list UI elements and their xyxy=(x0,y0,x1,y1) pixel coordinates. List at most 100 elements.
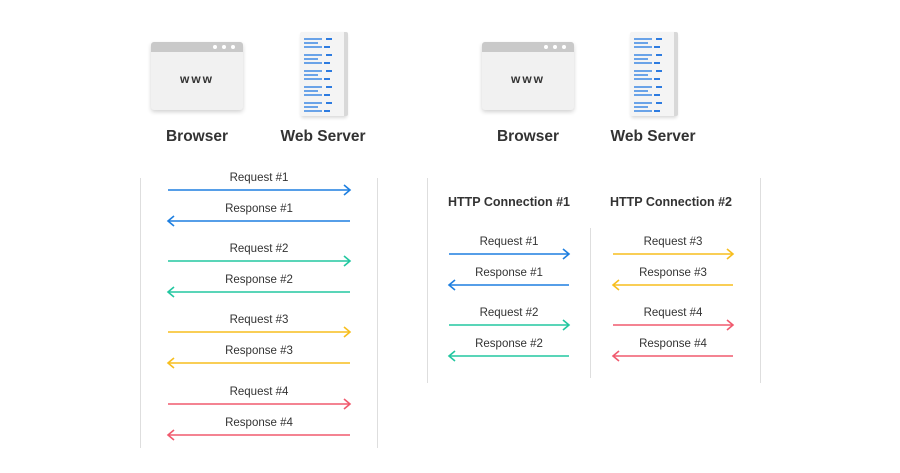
server-row xyxy=(326,38,332,40)
response-arrow xyxy=(611,279,733,291)
connection-title-1: HTTP Connection #1 xyxy=(447,195,570,209)
browser-icon: www xyxy=(482,42,574,110)
response-arrow xyxy=(166,357,350,369)
message-label: Request #3 xyxy=(229,314,289,326)
server-row xyxy=(304,102,322,104)
browser-label: Browser xyxy=(165,128,229,145)
message-label: Request #3 xyxy=(643,236,703,248)
request-arrow xyxy=(168,326,352,338)
server-row xyxy=(304,42,318,44)
server-row xyxy=(634,70,652,72)
server-row xyxy=(654,94,660,96)
request-arrow xyxy=(613,319,735,331)
message-label: Response #1 xyxy=(475,267,543,279)
server-row xyxy=(634,78,652,80)
message-label: Request #1 xyxy=(479,236,539,248)
server-row xyxy=(324,94,330,96)
message-label: Response #3 xyxy=(225,345,293,357)
server-row xyxy=(326,102,332,104)
server-row xyxy=(634,106,648,108)
request-arrow xyxy=(449,319,571,331)
server-row xyxy=(634,54,652,56)
server-row xyxy=(656,54,662,56)
server-row xyxy=(634,74,648,76)
server-label: Web Server xyxy=(610,128,696,145)
server-row xyxy=(326,54,332,56)
server-row xyxy=(634,46,652,48)
message-label: Request #4 xyxy=(229,386,289,398)
server-row xyxy=(304,110,322,112)
www-label: www xyxy=(510,72,545,86)
request-arrow xyxy=(168,398,352,410)
server-row xyxy=(634,62,652,64)
left-panel-border-left xyxy=(140,178,141,448)
response-arrow xyxy=(166,429,350,441)
request-arrow xyxy=(613,248,735,260)
message-label: Response #4 xyxy=(639,338,707,350)
connection-divider xyxy=(590,228,591,378)
server-row xyxy=(326,86,332,88)
server-row xyxy=(634,94,652,96)
server-row xyxy=(654,78,660,80)
server-row xyxy=(324,110,330,112)
server-row xyxy=(634,38,652,40)
server-icon xyxy=(630,32,678,116)
request-arrow xyxy=(449,248,571,260)
response-arrow xyxy=(447,350,569,362)
server-row xyxy=(304,94,322,96)
server-row xyxy=(634,110,652,112)
right-panel-border-left xyxy=(427,178,428,383)
server-row xyxy=(654,62,660,64)
server-row xyxy=(304,54,322,56)
response-arrow xyxy=(166,286,350,298)
server-row xyxy=(304,38,322,40)
request-arrow xyxy=(168,184,352,196)
left-panel-border-right xyxy=(377,178,378,448)
message-label: Request #1 xyxy=(229,172,289,184)
server-row xyxy=(304,58,318,60)
server-row xyxy=(324,46,330,48)
message-label: Response #1 xyxy=(225,203,293,215)
right-panel-border-right xyxy=(760,178,761,383)
server-row xyxy=(324,78,330,80)
server-row xyxy=(304,74,318,76)
server-row xyxy=(656,38,662,40)
message-label: Request #2 xyxy=(229,243,289,255)
server-row xyxy=(654,46,660,48)
server-row xyxy=(634,86,652,88)
connection-title-2: HTTP Connection #2 xyxy=(609,195,732,209)
server-row xyxy=(304,46,322,48)
message-label: Response #2 xyxy=(225,274,293,286)
www-label: www xyxy=(179,72,214,86)
server-row xyxy=(304,90,318,92)
message-label: Request #4 xyxy=(643,307,703,319)
message-label: Response #2 xyxy=(475,338,543,350)
server-icon xyxy=(300,32,348,116)
server-row xyxy=(634,42,648,44)
response-arrow xyxy=(447,279,569,291)
server-row xyxy=(304,70,322,72)
response-arrow xyxy=(611,350,733,362)
message-label: Response #3 xyxy=(639,267,707,279)
server-label: Web Server xyxy=(280,128,366,145)
request-arrow xyxy=(168,255,352,267)
server-row xyxy=(656,70,662,72)
server-row xyxy=(634,90,648,92)
server-row xyxy=(304,86,322,88)
browser-label: Browser xyxy=(496,128,560,145)
response-arrow xyxy=(166,215,350,227)
server-row xyxy=(654,110,660,112)
server-row xyxy=(304,62,322,64)
server-row xyxy=(634,102,652,104)
server-row xyxy=(304,106,318,108)
server-row xyxy=(656,86,662,88)
server-row xyxy=(304,78,322,80)
server-row xyxy=(656,102,662,104)
message-label: Response #4 xyxy=(225,417,293,429)
server-row xyxy=(634,58,648,60)
browser-icon: www xyxy=(151,42,243,110)
server-row xyxy=(324,62,330,64)
message-label: Request #2 xyxy=(479,307,539,319)
server-row xyxy=(326,70,332,72)
